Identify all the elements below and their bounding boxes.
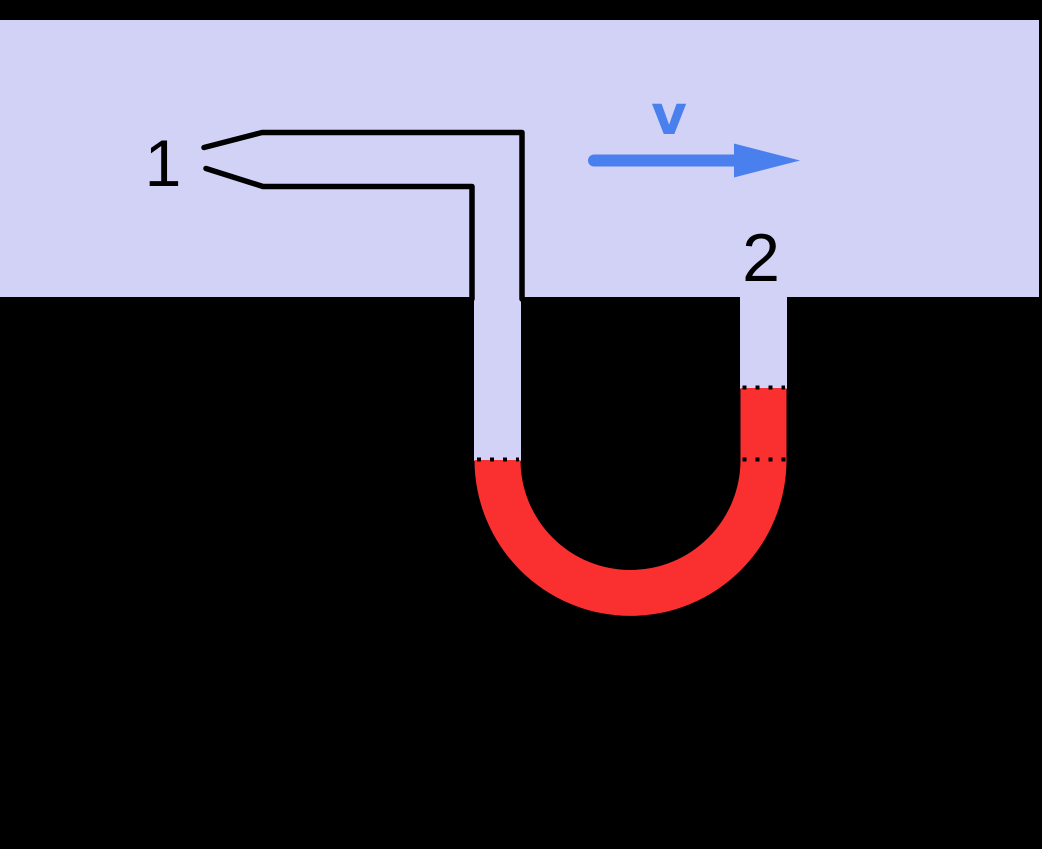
velocity-label: v xyxy=(651,83,687,147)
pitot-tube-outline-lower xyxy=(203,165,475,302)
static-port-channel xyxy=(740,296,787,389)
station-2-label: 2 xyxy=(742,220,780,296)
pitot-tube-channel xyxy=(474,296,521,461)
manometer-fluid xyxy=(474,388,787,616)
pitot-tube-outline-upper xyxy=(201,129,525,302)
station-1-label: 1 xyxy=(145,126,182,200)
velocity-arrow-head xyxy=(734,143,800,178)
